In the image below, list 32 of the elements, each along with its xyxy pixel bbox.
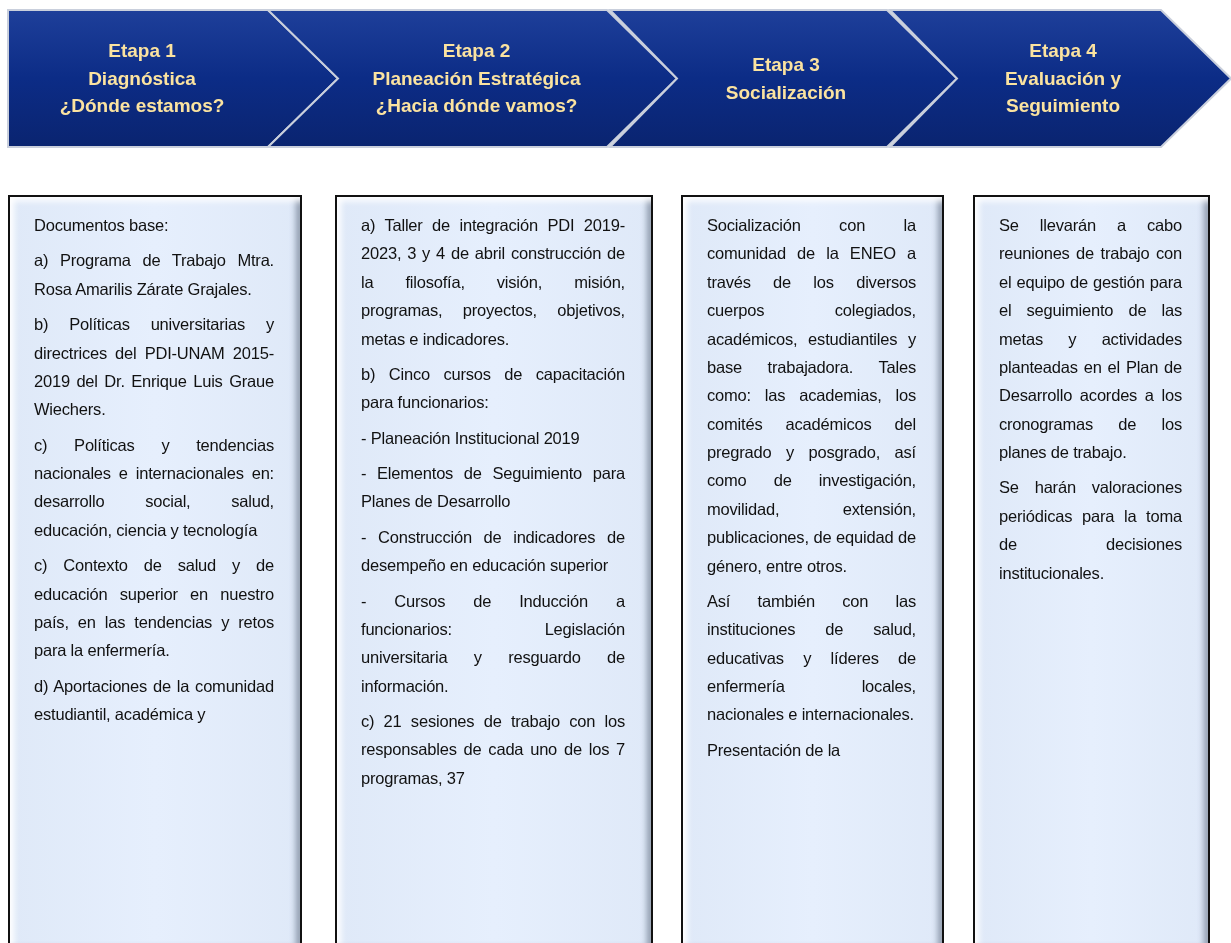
stage-label: Socialización (725, 80, 847, 105)
panel-text: a) Taller de integración PDI 2019-2023, 3 y 4 de abril construcción de la filosofía, visión, misión, programas, proyectos, objetivos, metas e indicadores. (361, 215, 625, 350)
panel-text: Presentación de la (707, 739, 842, 761)
panel-text: - Cursos de Inducción a funcionarios: Legislación universitaria y resguardo de información. (361, 590, 625, 697)
stage-label: Etapa 1 (108, 39, 176, 64)
stage-label: Diagnóstica (88, 66, 196, 91)
panel-text: c) Políticas y tendencias nacionales e internacionales en: desarrollo social, salud, educación, ciencia y tecnología (34, 434, 274, 541)
panel-text: Se llevarán a cabo reuniones de trabajo con el equipo de gestión para el seguimiento de las metas y actividades planteadas en el Plan de Desarrollo acordes a los cronogramas de los planes de trabajo. (999, 215, 1182, 463)
text-panel (681, 195, 944, 943)
stage-label: Planeación Estratégica (372, 66, 581, 91)
panel-text: Socialización con la comunidad de la ENEO a través de los diversos cuerpos colegiados, académicos, estudiantiles y base trabajadora. Tales como: las academias, los comités académicos del pregrado y posgrado, así como de investigación, movilidad, extensión, publicaciones, de equidad de género, entre otros. (707, 215, 916, 577)
panel-text: Se harán valoraciones periódicas para la toma de decisiones institucionales. (999, 477, 1182, 584)
panel-text: Así también con las instituciones de salud, educativas y líderes de enfermería locales, nacionales e internacionales. (707, 590, 916, 726)
stage-label: Evaluación y Seguimiento (1003, 66, 1123, 119)
panel-text: c) 21 sesiones de trabajo con los responsables de cada uno de los 7 programas, 37 (361, 711, 625, 789)
panel-text: a) Programa de Trabajo Mtra. Rosa Amarilis Zárate Grajales. (34, 250, 274, 300)
stage-label: Etapa 3 (752, 52, 820, 77)
text-panel (8, 195, 302, 943)
panel-text: - Planeación Institucional 2019 (361, 427, 581, 449)
stage-label: Etapa 4 (1029, 39, 1097, 64)
panel-text: - Construcción de indicadores de desempeño en educación superior (361, 526, 625, 577)
stage-label: Etapa 2 (442, 39, 511, 64)
panel-text: Documentos base: (34, 215, 170, 236)
text-panel (335, 195, 653, 943)
panel-text: d) Aportaciones de la comunidad estudiantil, académica y (34, 675, 274, 725)
panel-text: - Elementos de Seguimiento para Planes de Desarrollo (361, 463, 625, 513)
panel-text: b) Cinco cursos de capacitación para funcionarios: (361, 363, 625, 414)
text-panel (973, 195, 1210, 943)
panel-text: c) Contexto de salud y de educación superior en nuestro país, en las tendencias y retos para la enfermería. (34, 555, 274, 662)
panel-text: b) Políticas universitarias y directrices del PDI-UNAM 2015-2019 del Dr. Enrique Luis Graue Wiechers. (34, 314, 274, 421)
stage-label: ¿Dónde estamos? (59, 94, 225, 119)
stage-label: ¿Hacia dónde vamos? (375, 94, 578, 119)
